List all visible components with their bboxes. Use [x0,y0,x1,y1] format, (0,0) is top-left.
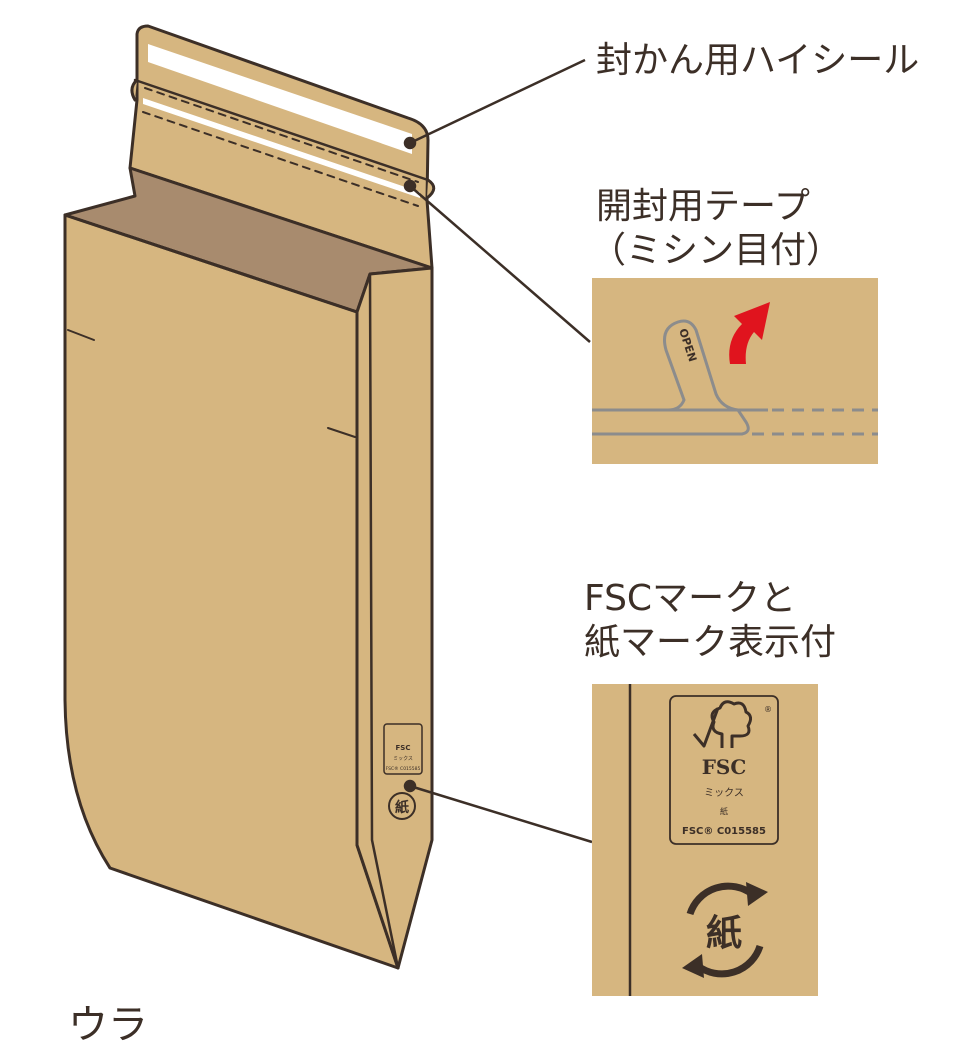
gusset-paper-kanji-mini: 紙 [395,799,409,816]
gusset-paper-mark [388,792,416,820]
paper-recycle-arrowheads [682,882,768,978]
gusset-mix-mini: ミックス [393,756,413,762]
tape-line-upper [592,319,768,412]
envelope-opening-edge [63,213,359,314]
fsc-brand: FSC [702,755,747,779]
envelope-illustration [63,24,436,970]
gusset-license-mini: FSC® C015585 [386,765,421,772]
fsc-label-box [669,695,779,845]
label-tape-line1: 開封用テープ [596,186,810,227]
flap-crease [133,78,430,182]
open-arrow-icon [729,302,770,364]
perforation-lower [142,111,419,207]
fsc-tree-icon [692,700,753,748]
paper-recycle-icon [686,882,764,978]
detail-open-tape [592,278,878,464]
front-mark-right [327,427,356,438]
gusset-fsc-box [383,723,423,775]
envelope-front [63,213,400,970]
flap-tab-left [130,78,139,102]
label-back: ウラ [68,1002,148,1048]
fsc-paper: 紙 [720,806,728,816]
detail-fsc [592,684,818,996]
fsc-registered: ® [764,705,772,714]
front-mark-left [67,329,95,341]
label-tape-line2: （ミシン目付） [590,230,842,271]
callout-lines [403,58,593,844]
callout-dot-tape [403,179,417,193]
label-fsc-line1: FSCマークと [584,578,796,619]
fsc-license: FSC® C015585 [682,826,766,837]
callout-dot-fsc [403,779,417,793]
paper-mark-kanji: 紙 [706,913,742,954]
callout-dot-seal [403,136,417,150]
gusset-fold [368,272,400,970]
label-high-seal: 封かん用ハイシール [596,40,919,81]
tape-strip [143,98,420,198]
fsc-mix: ミックス [704,787,744,799]
label-fsc-line2: 紙マーク表示付 [584,622,836,663]
tape-line-lower [592,409,750,436]
flap-tab-right [425,178,436,200]
high-seal-strip [148,44,412,154]
gusset-fsc-mini: FSC [396,744,411,752]
envelope-gusset [355,266,434,970]
detail-open-bg [592,278,878,464]
perforation-upper [144,87,419,183]
